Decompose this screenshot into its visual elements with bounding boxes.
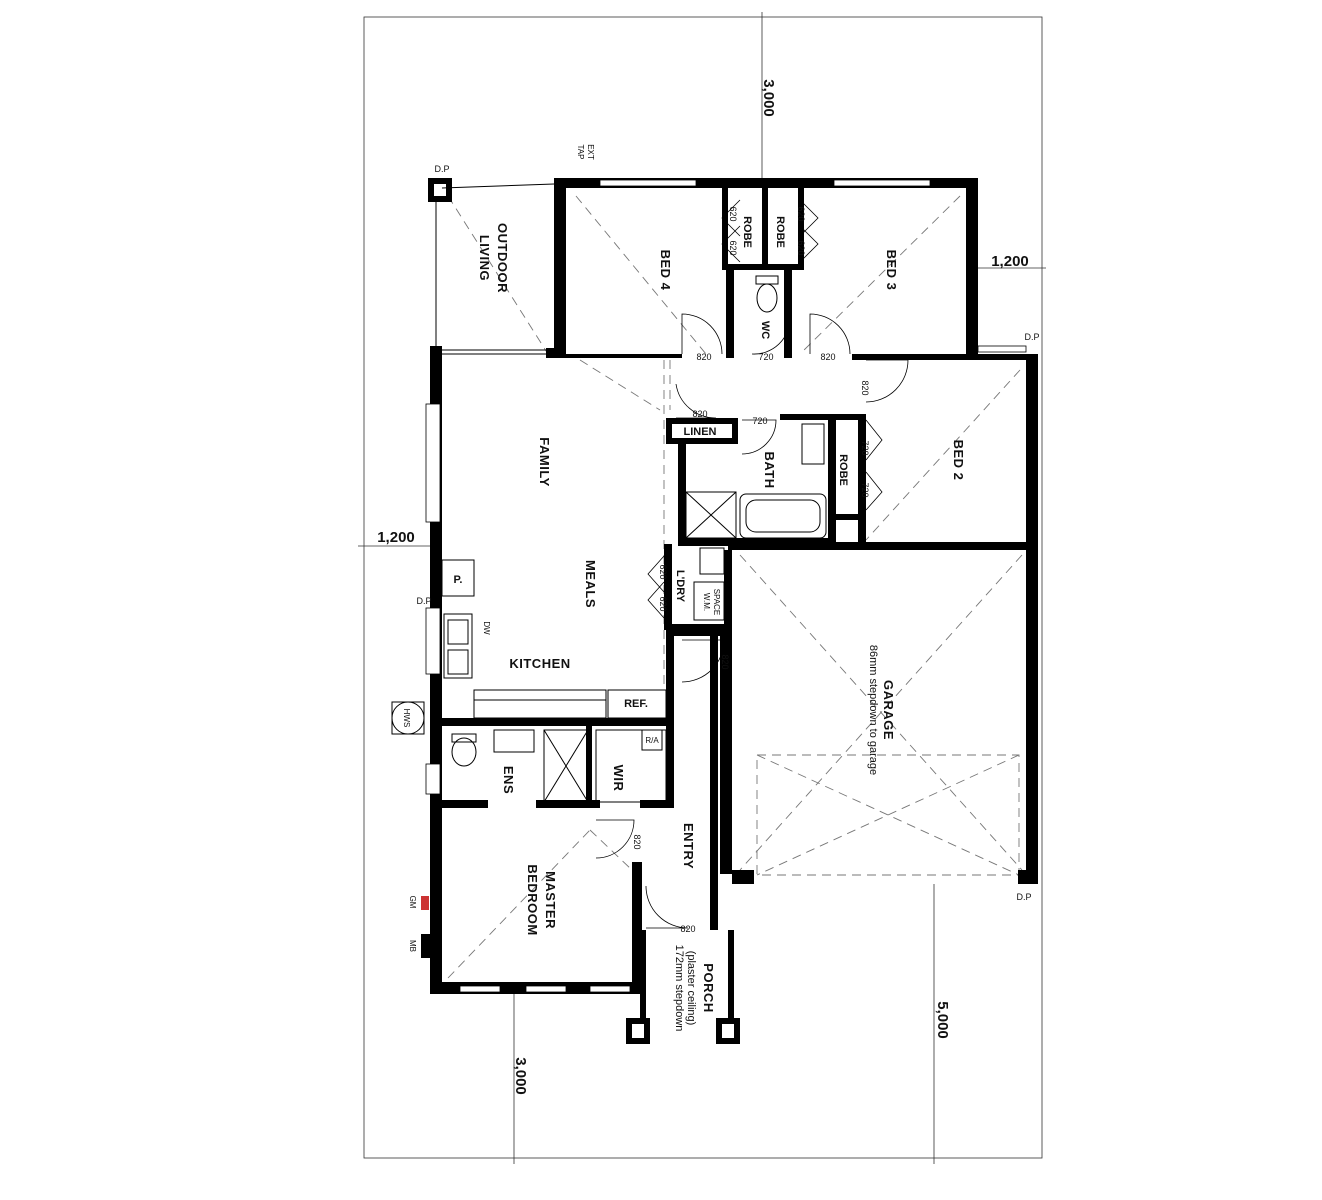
room-label-ens: ENS [501, 766, 516, 794]
dp-label-top-left: D.P [434, 164, 449, 174]
room-label-robe3: ROBE [774, 216, 786, 248]
room-label-entry: ENTRY [681, 823, 696, 869]
dimension-labels: 3,000 1,200 1,200 5,000 3,000 [377, 79, 1029, 1095]
room-label-garage-note: 86mm stepdown to garage [867, 645, 879, 775]
dimension-lines [358, 12, 1046, 1164]
dp-label-left: D.P [416, 596, 431, 606]
windows [425, 179, 1027, 993]
door-label-robe3a: 620 [796, 206, 806, 221]
door-swings [595, 199, 909, 929]
dim-front-garage: 5,000 [934, 1001, 951, 1039]
room-label-ref: REF. [624, 698, 648, 710]
ext-tap-label-2: TAP [576, 145, 585, 160]
room-label-wm-space-1: W.M. [702, 593, 711, 611]
mb-label: MB [408, 940, 417, 952]
door-label-robe4a: 620 [728, 206, 738, 221]
dim-front-house: 3,000 [512, 1057, 529, 1095]
walls [428, 178, 1038, 1044]
room-label-master-2: BEDROOM [525, 864, 540, 935]
room-label-wm-space-2: SPACE [712, 589, 721, 616]
room-label-family: FAMILY [537, 437, 552, 486]
room-label-porch-note-1: (plaster ceiling) [685, 951, 697, 1026]
fixtures [391, 275, 827, 958]
room-label-bath: BATH [762, 451, 777, 488]
dp-label-bottom-right: D.P [1016, 892, 1031, 902]
room-label-meals: MEALS [583, 560, 598, 608]
room-label-bed2: BED 2 [951, 440, 966, 481]
door-label-robe4b: 620 [728, 240, 738, 255]
door-label-garage: 820 [720, 654, 730, 669]
room-label-robe4: ROBE [741, 216, 753, 248]
room-label-master-1: MASTER [543, 871, 558, 929]
room-label-pantry: P. [454, 574, 463, 586]
door-label-bath: 720 [752, 416, 767, 426]
room-labels: OUTDOOR LIVING BED 4 BED 3 ROBE ROBE WC … [454, 216, 966, 1031]
room-label-linen: LINEN [684, 426, 717, 438]
room-label-robe2: ROBE [837, 454, 849, 486]
door-label-bed4: 820 [696, 352, 711, 362]
room-label-outdoor-living-2: LIVING [477, 235, 492, 281]
dim-top-setback: 3,000 [760, 79, 777, 117]
ceiling-diagonals [447, 195, 1023, 979]
ext-tap-label-1: EXT [586, 144, 595, 160]
room-label-ra: R/A [645, 736, 659, 745]
room-label-wir: WIR [611, 765, 626, 792]
door-label-master: 820 [632, 834, 642, 849]
room-label-bed4: BED 4 [658, 250, 673, 291]
site-boundary [363, 16, 1043, 1159]
room-label-kitchen: KITCHEN [509, 656, 570, 671]
door-label-robe2a: 720 [860, 440, 870, 455]
gm-label: GM [408, 896, 417, 909]
room-label-porch: PORCH [701, 963, 716, 1012]
door-label-robe3b: 620 [796, 240, 806, 255]
door-labels: 820 720 820 820 820 720 720 720 620 620 … [632, 206, 870, 934]
room-label-laundry: L'DRY [674, 570, 686, 603]
room-label-outdoor-living-1: OUTDOOR [495, 223, 510, 293]
room-label-wc: WC [759, 321, 771, 339]
door-label-robe2b: 720 [860, 482, 870, 497]
dp-label-right: D.P [1024, 332, 1039, 342]
door-label-laundry-a: 620 [658, 564, 668, 579]
room-label-porch-note-2: 172mm stepdown [673, 945, 685, 1032]
door-label-wc: 720 [758, 352, 773, 362]
dim-right-side: 1,200 [991, 253, 1029, 270]
door-label-linen: 820 [692, 409, 707, 419]
door-label-bed2: 820 [860, 380, 870, 395]
door-label-bed3: 820 [820, 352, 835, 362]
dim-left-side: 1,200 [377, 529, 415, 546]
door-label-laundry-b: 620 [658, 596, 668, 611]
dw-label: DW [482, 621, 491, 635]
door-label-entry: 820 [680, 924, 695, 934]
hws-label: HWS [402, 709, 411, 728]
room-label-bed3: BED 3 [884, 250, 899, 291]
room-label-garage: GARAGE [881, 680, 896, 740]
misc-labels: D.P D.P D.P D.P EXT TAP DW HWS GM MB [402, 144, 1040, 952]
